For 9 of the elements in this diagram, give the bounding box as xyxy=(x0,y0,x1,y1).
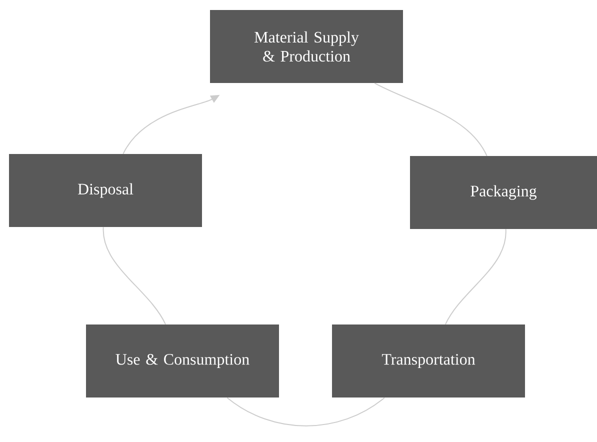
process-box: Use & Consumption xyxy=(86,324,279,398)
connector-arc xyxy=(102,226,166,325)
connector-arc xyxy=(444,228,506,325)
process-box: Packaging xyxy=(410,156,597,229)
process-box: Disposal xyxy=(9,154,202,227)
process-box: Transportation xyxy=(332,324,525,398)
process-box: Material Supply & Production xyxy=(210,10,403,83)
connector-arc xyxy=(226,397,385,426)
connector-arc xyxy=(374,82,488,156)
